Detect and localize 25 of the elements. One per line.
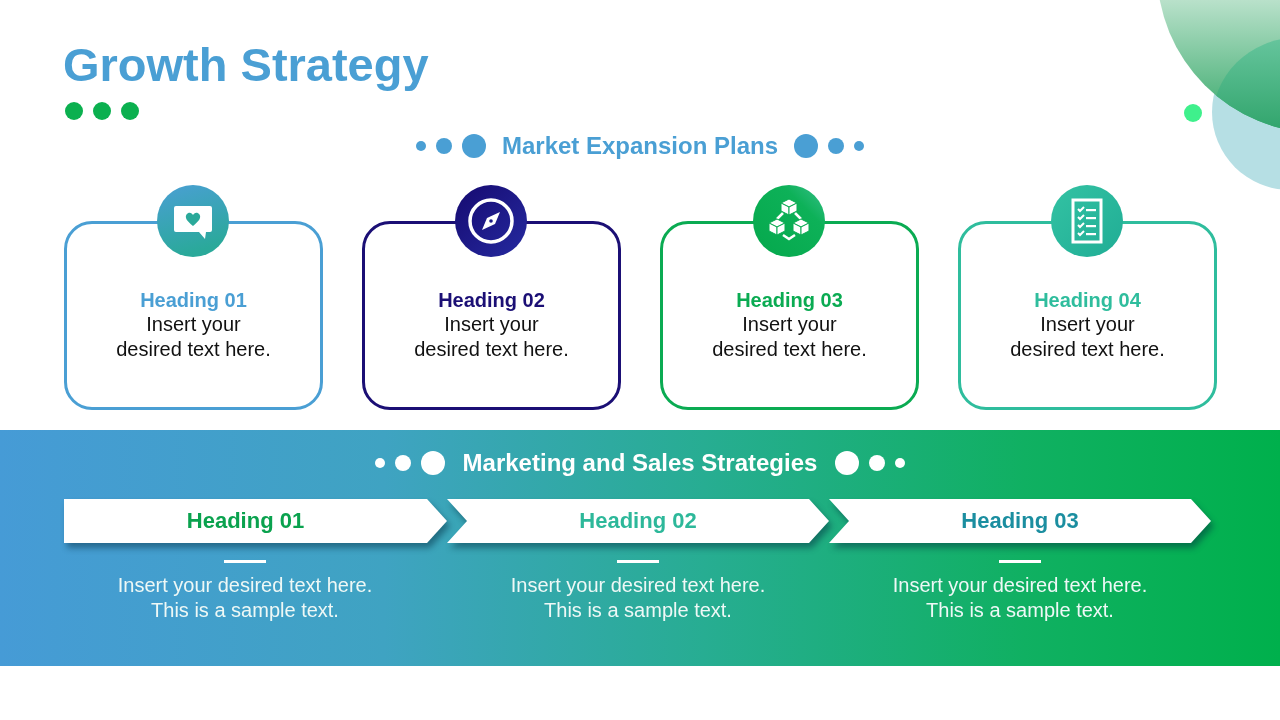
gradient-band: [0, 430, 1280, 666]
step-banner: [64, 499, 447, 543]
step-banner: [829, 499, 1211, 543]
description-text: Insert your desired text here. This is a sample text.: [891, 573, 1149, 623]
card-text: Insert your desired text here.: [413, 312, 570, 362]
step-banner: [447, 499, 829, 543]
description-text: Insert your desired text here. This is a sample text.: [116, 573, 374, 623]
rounded-card: [958, 221, 1217, 410]
rounded-card: [64, 221, 323, 410]
step-heading: Heading 03: [961, 507, 1079, 535]
card-heading: Heading 04: [1034, 288, 1141, 312]
description-text: Insert your desired text here. This is a sample text.: [509, 573, 767, 623]
rounded-card: [660, 221, 919, 410]
section-title: Marketing and Sales Strategies: [462, 448, 818, 478]
card-heading: Heading 02: [438, 288, 545, 312]
step-heading: Heading 01: [186, 507, 305, 535]
section-title: Market Expansion Plans: [501, 131, 779, 161]
step-heading: Heading 02: [579, 507, 697, 535]
card-text: Insert your desired text here.: [1009, 312, 1166, 362]
rounded-card: [362, 221, 621, 410]
card-text: Insert your desired text here.: [115, 312, 272, 362]
page-title: Growth Strategy: [63, 38, 429, 92]
card-heading: Heading 01: [140, 288, 247, 312]
card-text: Insert your desired text here.: [711, 312, 868, 362]
card-heading: Heading 03: [736, 288, 843, 312]
